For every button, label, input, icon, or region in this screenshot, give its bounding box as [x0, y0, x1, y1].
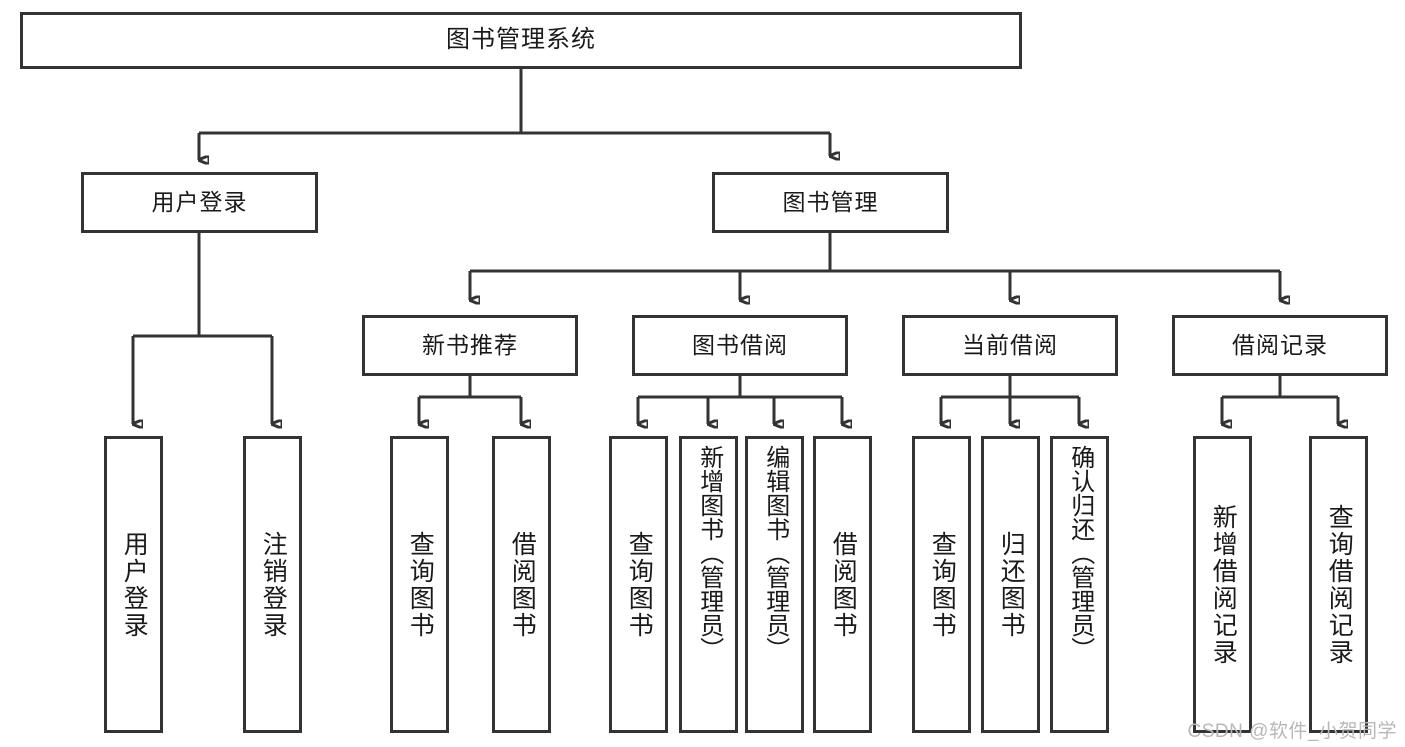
node-user-login[interactable]: 用户登录	[81, 172, 318, 233]
node-root-book-management-system[interactable]: 图书管理系统	[20, 12, 1022, 69]
node-current-borrow[interactable]: 当前借阅	[902, 315, 1118, 376]
leaf-book-borrow-borrow-book[interactable]: 借阅图书	[813, 436, 872, 733]
node-book-management[interactable]: 图书管理	[712, 172, 949, 233]
leaf-new-book-borrow-book[interactable]: 借阅图书	[492, 436, 551, 733]
leaf-borrow-record-query-record[interactable]: 查询借阅记录	[1309, 436, 1368, 733]
leaf-borrow-record-add-record[interactable]: 新增借阅记录	[1193, 436, 1252, 733]
leaf-current-borrow-confirm-return-admin[interactable]: 确认归还（管理员）	[1050, 436, 1109, 733]
leaf-user-login-login[interactable]: 用户登录	[104, 436, 163, 733]
csdn-watermark: CSDN @软件_小贺同学	[1187, 721, 1397, 742]
leaf-current-borrow-query-book[interactable]: 查询图书	[912, 436, 971, 733]
leaf-new-book-query-book[interactable]: 查询图书	[390, 436, 449, 733]
leaf-current-borrow-return-book[interactable]: 归还图书	[981, 436, 1040, 733]
node-new-book-recommendation[interactable]: 新书推荐	[362, 315, 578, 376]
node-borrow-record[interactable]: 借阅记录	[1172, 315, 1388, 376]
leaf-book-borrow-query-book[interactable]: 查询图书	[609, 436, 668, 733]
leaf-book-borrow-edit-book-admin[interactable]: 编辑图书（管理员）	[745, 436, 804, 733]
leaf-book-borrow-add-book-admin[interactable]: 新增图书（管理员）	[679, 436, 738, 733]
node-book-borrow[interactable]: 图书借阅	[632, 315, 848, 376]
leaf-user-login-logout[interactable]: 注销登录	[243, 436, 302, 733]
